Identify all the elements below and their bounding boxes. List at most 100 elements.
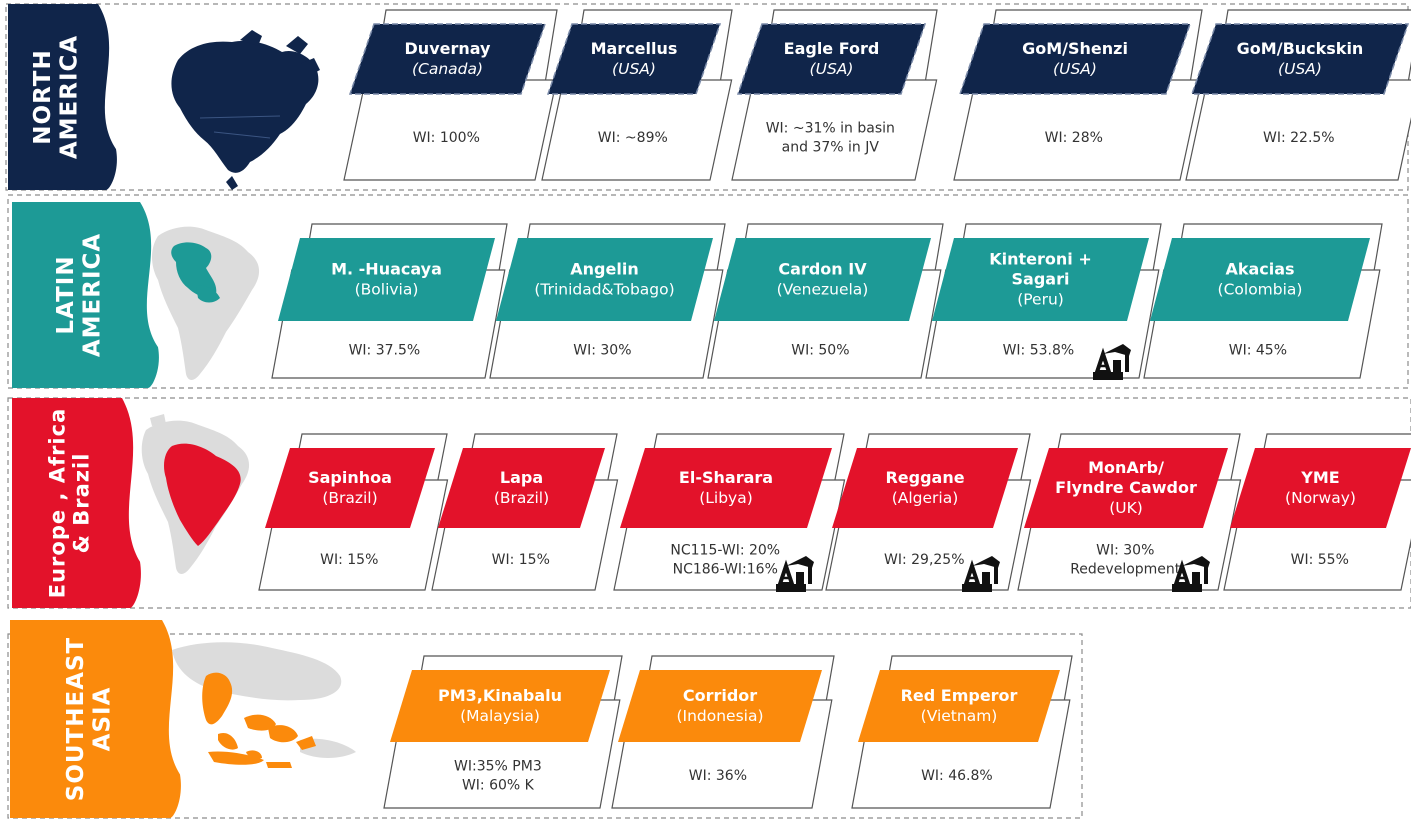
asset-country: (Malaysia) <box>460 707 540 725</box>
region-label-line: LATIN <box>53 255 79 334</box>
region-banner-southeast-asia <box>10 620 181 818</box>
region-label-line: Europe , Africa <box>45 408 69 599</box>
asset-country: (Brazil) <box>322 489 377 507</box>
asset-name-card <box>714 238 931 321</box>
asset-name: Sagari <box>1012 270 1070 289</box>
asset-card: Akacias (Colombia) WI: 45% <box>1143 223 1383 379</box>
asset-card: Cardon IV(Venezuela)WI: 50% <box>707 223 944 379</box>
asset-name-card <box>348 23 547 95</box>
working-interest-text: WI: 55% <box>1291 552 1349 568</box>
asset-name-card <box>1190 23 1410 95</box>
working-interest-text: WI: 37.5% <box>349 343 421 359</box>
asset-country: (USA) <box>1278 60 1322 78</box>
asset-name: GoM/Buckskin <box>1237 39 1364 58</box>
asset-card: MonArb/Flyndre Cawdor(UK)WI: 30%Redevelo… <box>1017 433 1242 592</box>
region-label-europe-africa-brazil: Europe , Africa& Brazil <box>45 408 93 599</box>
oil-derrick-icon <box>776 556 814 592</box>
asset-name: YME <box>1300 468 1339 487</box>
asset-card: El-Sharara (Libya) NC115-WI: 20% NC186-WI:1… <box>613 433 846 592</box>
region-banner-north-america <box>8 4 117 190</box>
region-frame-latin-america <box>7 194 1409 389</box>
asset-name: M. -Huacaya <box>331 260 442 279</box>
asset-name-card <box>1150 238 1370 321</box>
asset-country: (Colombia) <box>1218 281 1303 299</box>
asset-card: Reggane(Algeria)WI: 29,25% <box>825 433 1032 592</box>
asset-name: Duvernay <box>405 39 492 58</box>
asset-country: (Indonesia) <box>676 707 763 725</box>
working-interest-text: WI:35% PM3 <box>454 759 542 775</box>
oil-derrick-icon <box>1093 344 1131 380</box>
asset-country: (Venezuela) <box>777 281 869 299</box>
asset-name: GoM/Shenzi <box>1022 39 1128 58</box>
working-interest-text: WI: ~89% <box>598 130 668 146</box>
asset-name: Marcellus <box>591 39 678 58</box>
region-maps <box>141 30 356 768</box>
working-interest-text: NC186-WI:16% <box>673 562 778 578</box>
asset-name-card <box>546 23 722 95</box>
region-label-line: ASIA <box>90 687 116 752</box>
asset-name-card <box>265 448 435 528</box>
asset-name-card <box>618 670 822 742</box>
asset-cards: Duvernay (Canada) WI: 100% Marcellus (USA) WI… <box>258 9 1411 809</box>
asset-name: MonArb/ <box>1088 458 1164 477</box>
working-interest-text: WI: 46.8% <box>921 768 993 784</box>
asset-name: PM3,Kinabalu <box>438 686 562 705</box>
working-interest-text: WI: 100% <box>413 130 480 146</box>
asset-country: (Brazil) <box>494 489 549 507</box>
asset-name-card <box>1024 448 1228 528</box>
asset-card: YME(Norway)WI: 55% <box>1223 433 1411 591</box>
asset-card: Lapa(Brazil)WI: 15% <box>431 433 619 591</box>
north-america-map-icon <box>171 30 320 190</box>
region-label-line: SOUTHEAST <box>63 637 89 802</box>
working-interest-text: NC115-WI: 20% <box>670 543 780 559</box>
working-interest-text: Redevelopment <box>1070 562 1181 578</box>
asset-name: Kinteroni + <box>989 250 1092 269</box>
asset-name-card <box>832 448 1018 528</box>
working-interest-text: WI: 36% <box>689 768 747 784</box>
asset-country: (Libya) <box>699 489 753 507</box>
asset-name: Akacias <box>1225 260 1294 279</box>
asset-name: Angelin <box>570 260 638 279</box>
working-interest-text: WI: 15% <box>492 552 550 568</box>
asset-name-card <box>496 238 713 321</box>
asset-name: Sapinhoa <box>308 468 392 487</box>
south-america-map-icon <box>152 226 260 380</box>
asset-country: (Canada) <box>412 60 483 78</box>
asset-card: GoM/Buckskin (USA) WI: 22.5% <box>1185 9 1411 181</box>
region-label-line: AMERICA <box>80 233 106 357</box>
asset-name-card <box>932 238 1149 321</box>
region-banner-europe-africa-brazil <box>12 398 141 608</box>
asset-name: Corridor <box>683 686 757 705</box>
asset-card: M. -Huacaya (Bolivia) WI: 37.5% <box>271 223 508 379</box>
asset-country: (USA) <box>612 60 656 78</box>
working-interest-text: WI: 29,25% <box>884 552 965 568</box>
asset-name: El-Sharara <box>679 468 773 487</box>
asset-country: (USA) <box>810 60 854 78</box>
asset-card: Angelin (Trinidad&Tobago) WI: 30% <box>489 223 726 379</box>
working-interest-text: WI: ~31% in basin <box>766 121 895 137</box>
working-interest-text: WI: 60% K <box>462 778 535 794</box>
asset-country: (Trinidad&Tobago) <box>534 281 674 299</box>
asset-name-card <box>278 238 495 321</box>
working-interest-text: WI: 30% <box>573 343 631 359</box>
asset-name-card <box>858 670 1060 742</box>
working-interest-text: WI: 45% <box>1229 343 1287 359</box>
asset-card: GoM/Shenzi (USA) WI: 28% <box>953 9 1203 181</box>
asset-name: Reggane <box>885 468 964 487</box>
asset-country: (Peru) <box>1017 291 1064 309</box>
working-interest-text: WI: 22.5% <box>1263 130 1335 146</box>
asset-name: Flyndre Cawdor <box>1055 478 1197 497</box>
asset-country: (Bolivia) <box>355 281 419 299</box>
working-interest-text: WI: 28% <box>1045 130 1103 146</box>
asset-card: Kinteroni +Sagari(Peru)WI: 53.8% <box>925 223 1162 380</box>
asset-card: Marcellus (USA) WI: ~89% <box>541 9 733 181</box>
asset-name-card <box>390 670 610 742</box>
asset-country: (USA) <box>1053 60 1097 78</box>
region-label-line: & Brazil <box>70 453 94 554</box>
region-frame-southeast-asia <box>7 633 1083 819</box>
region-label-line: NORTH <box>30 49 56 144</box>
